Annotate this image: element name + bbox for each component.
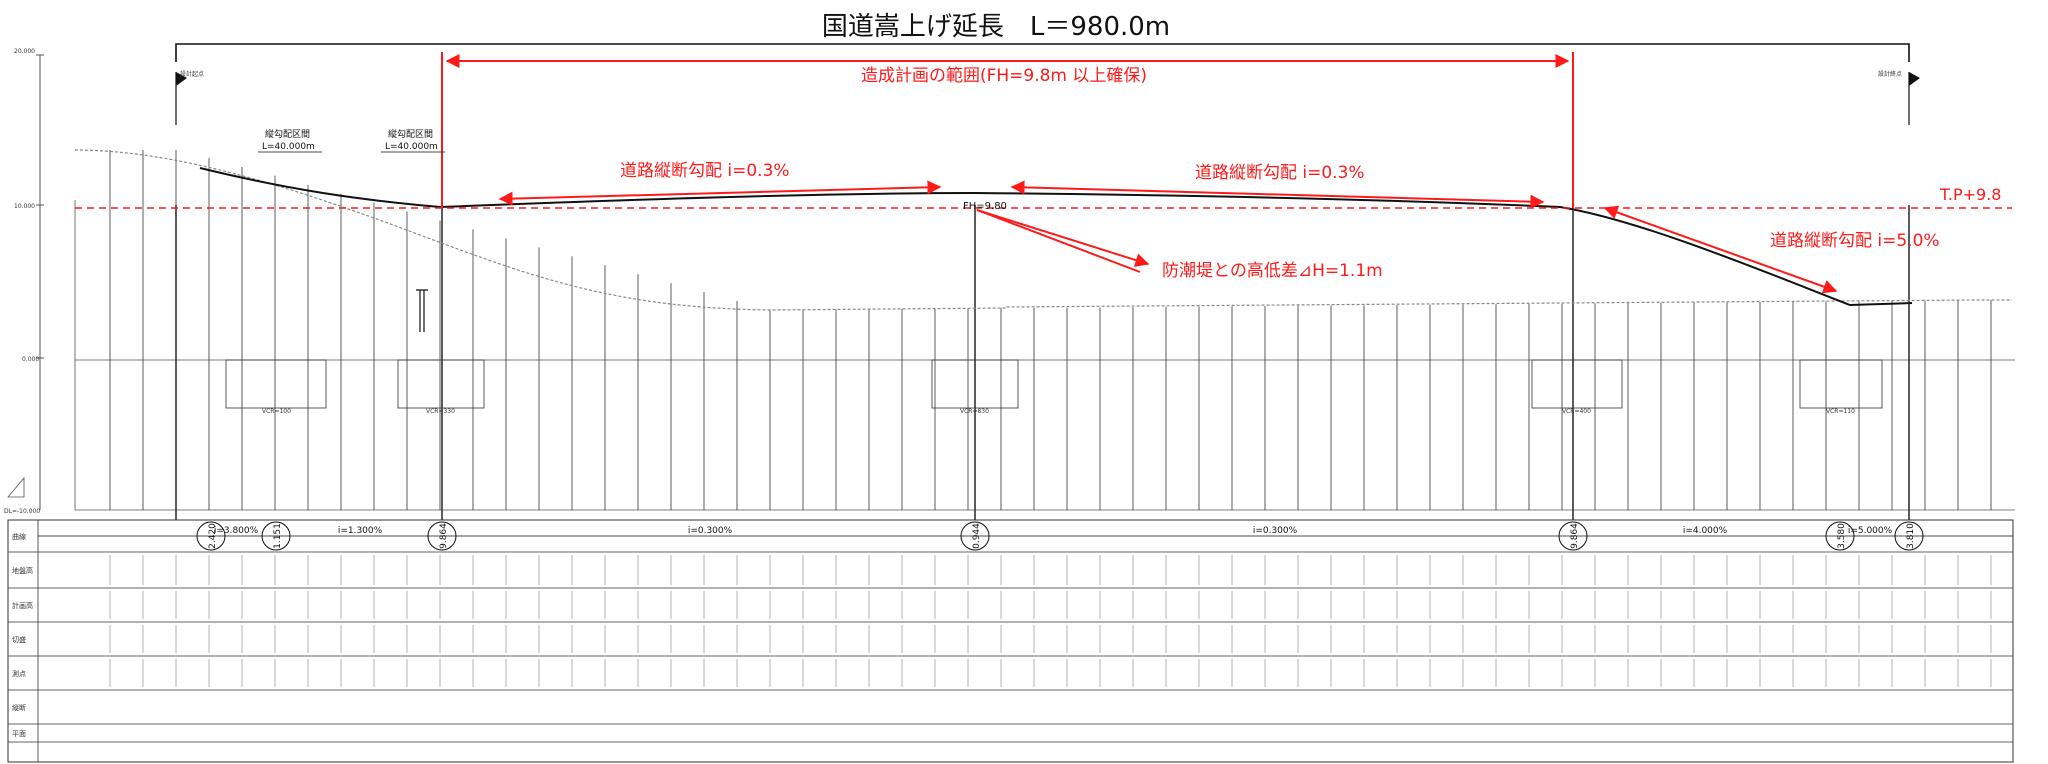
vc-label: VCR=400 (1562, 408, 1591, 415)
section-marker-icon (416, 289, 428, 332)
axis-label-top: 20.000 (14, 48, 35, 55)
vc-label: VCR=830 (960, 408, 989, 415)
grade-value: i=0.300% (1253, 526, 1298, 536)
table-row-label: 計画高 (12, 601, 33, 610)
vertical-curve-labels: VCR=100 VCR=330 VCR=830 VCR=400 VCR=110 (262, 408, 1855, 415)
grade-value: i=4.000% (1683, 526, 1728, 536)
table-row-label: 曲線 (12, 532, 26, 541)
table-row-label: 平面 (12, 730, 26, 738)
axis-label-low: 0.000 (22, 356, 39, 363)
grade-value: i=1.300% (338, 526, 383, 536)
svg-text:縦勾配区間: 縦勾配区間 (388, 128, 433, 140)
end-point-marker: 設計終点 (1878, 70, 1920, 125)
overall-length-bracket (175, 43, 1910, 62)
table-row-label: 切盛 (12, 635, 26, 644)
start-point-label: 設計起点 (180, 70, 204, 78)
page-title: 国道嵩上げ延長 L＝980.0m (822, 12, 1170, 42)
grade-value: i=5.000% (1848, 526, 1893, 536)
development-range-label: 造成計画の範囲(FH=9.8m 以上確保) (861, 66, 1147, 86)
axis-label-datum: DL=-10.000 (4, 508, 40, 515)
elevation-axis: 20.000 10.000 0.000 DL=-10.000 (4, 48, 44, 515)
table-row-label: 測点 (12, 669, 26, 678)
grade-middle-label: 道路縦断勾配 i=0.3% (1195, 163, 1365, 183)
vertical-curve-boxes (225, 359, 1883, 409)
tp-label: T.P+9.8 (1939, 185, 2001, 204)
table-row-label: 地盤高 (12, 566, 33, 575)
vc-label: VCR=330 (426, 408, 455, 415)
svg-text:縦勾配区間: 縦勾配区間 (265, 128, 310, 140)
vc-label: VCR=100 (262, 408, 291, 415)
grade-left-label: 道路縦断勾配 i=0.3% (620, 161, 790, 181)
grade-value: i=0.300% (688, 526, 733, 536)
svg-text:L=40.000m: L=40.000m (262, 142, 315, 152)
existing-ground-line (74, 149, 2012, 311)
start-point-marker: 設計起点 (175, 70, 204, 125)
vc-label: VCR=110 (1826, 408, 1855, 415)
fh-label: FH=9.80 (963, 201, 1007, 212)
seawall-diff-label: 防潮堤との高低差⊿H=1.1m (1162, 261, 1383, 281)
axis-label-mid: 10.000 (14, 203, 35, 210)
station-lines (109, 150, 1992, 520)
grade-middle-arrow (1010, 180, 1545, 209)
grade-right-arrow (1603, 205, 1838, 294)
end-point-label: 設計終点 (1878, 70, 1902, 78)
grid-lines (74, 200, 2015, 511)
vertical-curve-section-a: 縦勾配区間 L=40.000m (258, 128, 322, 153)
table-row-label: 縦断 (12, 703, 26, 712)
svg-text:L=40.000m: L=40.000m (385, 142, 438, 152)
grade-left-arrow (498, 180, 942, 206)
vertical-curve-section-b: 縦勾配区間 L=40.000m (381, 128, 445, 153)
grade-value: i=3.800% (214, 526, 259, 536)
development-range (441, 52, 1574, 208)
grade-right-label: 道路縦断勾配 i=5.0% (1770, 231, 1940, 251)
seawall-diff-arrow-b (976, 209, 1141, 273)
seawall-diff-arrow (976, 209, 1150, 267)
